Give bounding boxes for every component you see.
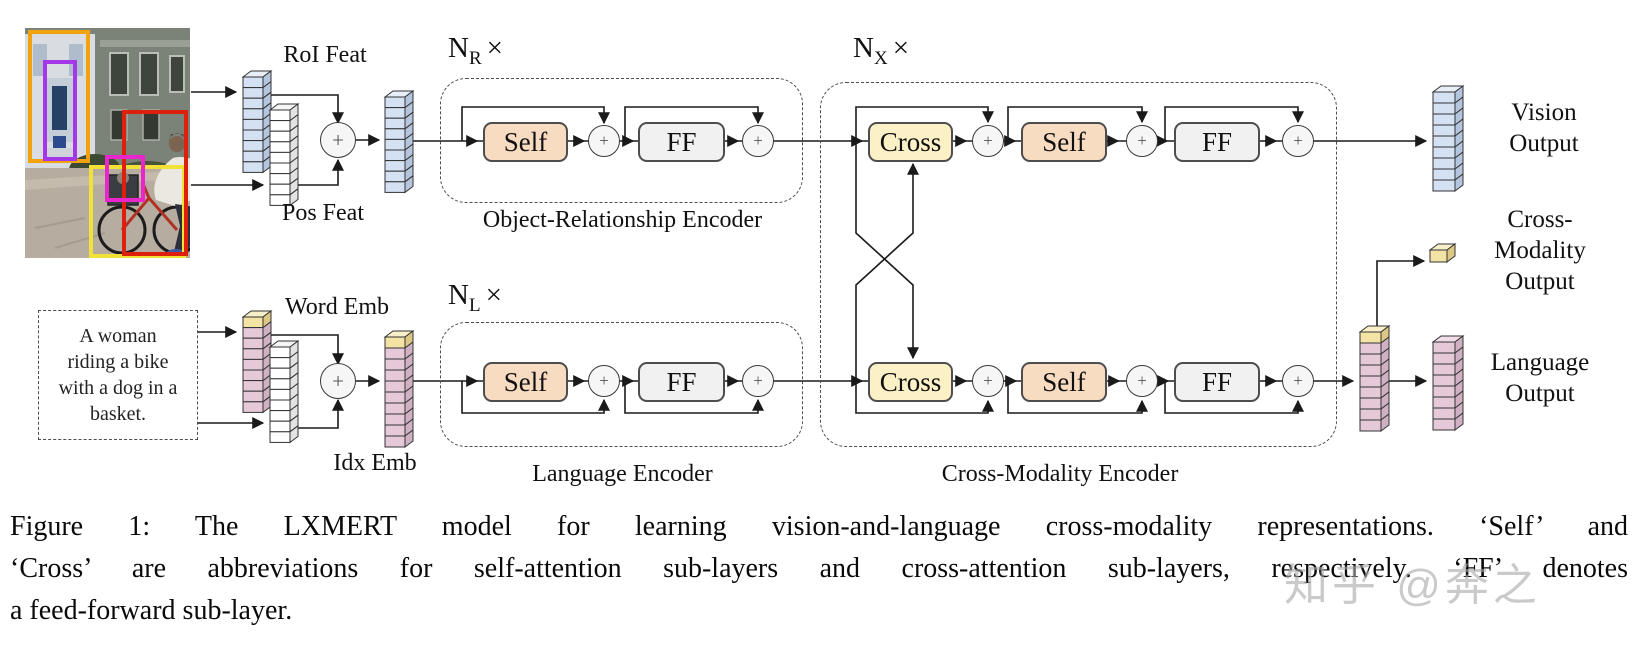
vision-output-label: Vision Output [1509, 99, 1579, 157]
roi-feat-label: RoI Feat [283, 42, 367, 68]
lang-self-block: Self [483, 362, 568, 402]
cm-vision-cross-add-circle: + [972, 125, 1004, 157]
word-emb-label: Word Emb [284, 294, 390, 320]
sentence-line: basket. [89, 403, 147, 425]
object-relationship-encoder-title: Object-Relationship Encoder [482, 207, 763, 233]
nr-count-label: NR× [448, 32, 503, 69]
nx-count-label: NX× [853, 32, 910, 69]
cross-modality-output-label: Cross- Modality Output [1494, 206, 1586, 295]
street-photo-art [25, 28, 190, 258]
cross-modality-feature-column [1358, 325, 1391, 432]
or-self-add-circle: + [588, 125, 620, 157]
sentence-line: with a dog in a [58, 377, 178, 399]
cm-vision-self-add-circle: + [1126, 125, 1158, 157]
word-embedding-column [241, 310, 273, 414]
bbox-house [28, 30, 90, 163]
language-encoder-box [440, 322, 803, 447]
lang-self-add-circle: + [588, 365, 620, 397]
figure-caption: Figure 1: The LXMERT model for learning … [10, 506, 1628, 632]
nl-count-label: NL× [448, 279, 502, 316]
cm-vision-ff-block: FF [1174, 122, 1260, 162]
cm-language-cross-add-circle: + [972, 365, 1004, 397]
bbox-door [43, 60, 77, 161]
cm-vision-ff-add-circle: + [1282, 125, 1314, 157]
cm-language-self-add-circle: + [1126, 365, 1158, 397]
caption-line: a feed-forward sub-layer. [10, 595, 293, 626]
roi-feature-column [241, 70, 273, 174]
pos-feature-column [268, 103, 300, 207]
cm-language-cross-block: Cross [868, 362, 953, 402]
cm-language-self-block: Self [1021, 362, 1107, 402]
sentence-line: riding a bike [67, 351, 169, 373]
idx-emb-label: Idx Emb [333, 450, 417, 476]
or-ff-block: FF [638, 122, 725, 162]
pos-feat-label: Pos Feat [281, 200, 364, 226]
caption-line: Figure 1: The LXMERT model for learning … [10, 511, 1628, 542]
vision-embed-add-circle: + [320, 122, 356, 158]
or-self-block: Self [483, 122, 568, 162]
language-output-column [1431, 335, 1465, 431]
or-ff-add-circle: + [742, 125, 774, 157]
bbox-basket [105, 155, 145, 202]
object-relationship-encoder-box [440, 78, 803, 203]
lang-ff-add-circle: + [742, 365, 774, 397]
cross-modality-encoder-title: Cross-Modality Encoder [941, 461, 1179, 487]
input-sentence-box: A woman riding a bike with a dog in a ba… [38, 310, 198, 440]
bbox-woman [122, 110, 188, 256]
sentence-line: A woman [79, 325, 157, 347]
idx-embedding-column [268, 340, 300, 444]
cm-language-ff-block: FF [1174, 362, 1260, 402]
zhihu-watermark: 知乎 @奔之 [1284, 561, 1541, 610]
cross-modality-encoder-box [820, 82, 1337, 447]
street-photo [25, 28, 190, 258]
cross-modality-output-cube [1428, 243, 1457, 263]
cm-vision-self-block: Self [1021, 122, 1107, 162]
language-embed-add-circle: + [320, 363, 356, 399]
language-encoder-title: Language Encoder [532, 461, 713, 487]
lang-ff-block: FF [638, 362, 725, 402]
vision-embedding-column [383, 90, 415, 194]
vision-output-column [1431, 85, 1465, 192]
caption-line: ‘Cross’ are abbreviations for self-atten… [10, 553, 1628, 584]
cm-language-ff-add-circle: + [1282, 365, 1314, 397]
connector-wires [191, 70, 1465, 448]
cm-vision-cross-block: Cross [868, 122, 953, 162]
language-output-label: Language Output [1490, 349, 1590, 407]
language-embedding-column [383, 330, 415, 448]
